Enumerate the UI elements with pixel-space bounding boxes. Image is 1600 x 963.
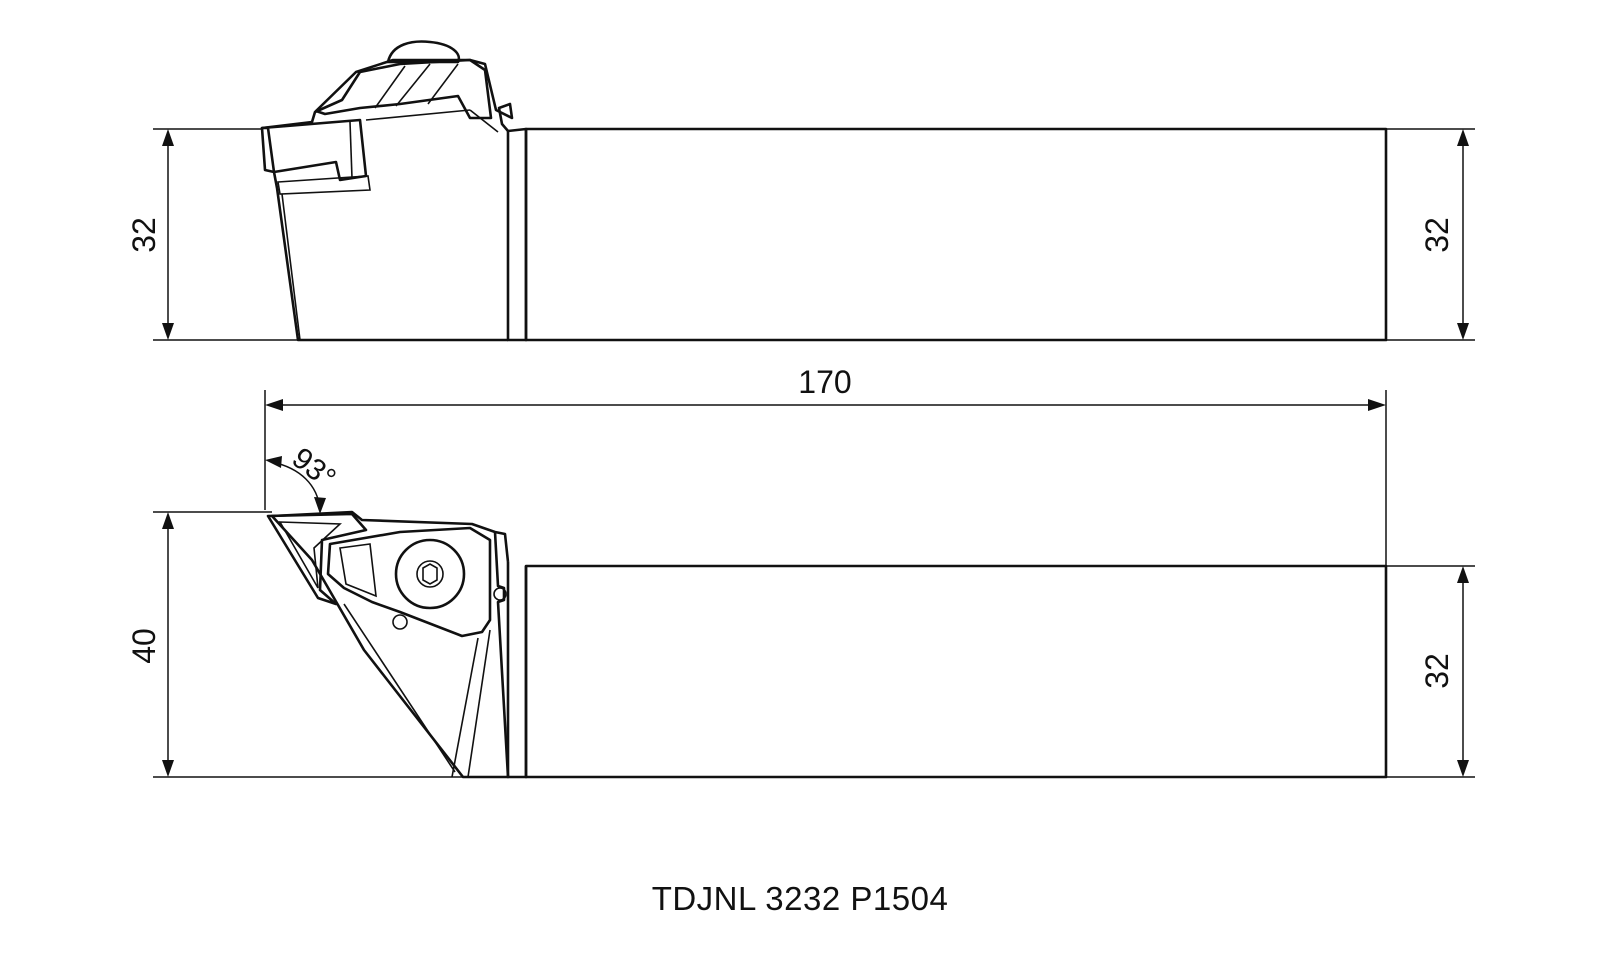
side-view-insert bbox=[260, 118, 368, 182]
side-view-head bbox=[260, 58, 514, 342]
top-view-right-height-label: 32 bbox=[1419, 653, 1455, 689]
side-view-shank bbox=[524, 127, 1388, 342]
top-view: 93° 40 32 bbox=[126, 442, 1475, 779]
top-view-clamp bbox=[326, 526, 492, 638]
top-view-head bbox=[270, 510, 510, 779]
side-view-neck bbox=[506, 127, 528, 342]
top-view-screw bbox=[394, 538, 466, 610]
top-view-left-height-label: 40 bbox=[126, 628, 162, 664]
side-view-right-height-label: 32 bbox=[1419, 217, 1455, 253]
length-dimension: 170 bbox=[264, 364, 1387, 566]
angle-label: 93° bbox=[286, 442, 342, 496]
top-view-neck bbox=[506, 562, 528, 779]
side-view-left-height-label: 32 bbox=[126, 217, 162, 253]
side-view-screw bbox=[386, 40, 461, 64]
part-number: TDJNL 3232 P1504 bbox=[651, 880, 949, 917]
length-label: 170 bbox=[798, 364, 851, 400]
side-view: 32 32 bbox=[126, 40, 1475, 342]
top-view-insert bbox=[266, 512, 368, 606]
top-view-shank bbox=[524, 564, 1388, 779]
